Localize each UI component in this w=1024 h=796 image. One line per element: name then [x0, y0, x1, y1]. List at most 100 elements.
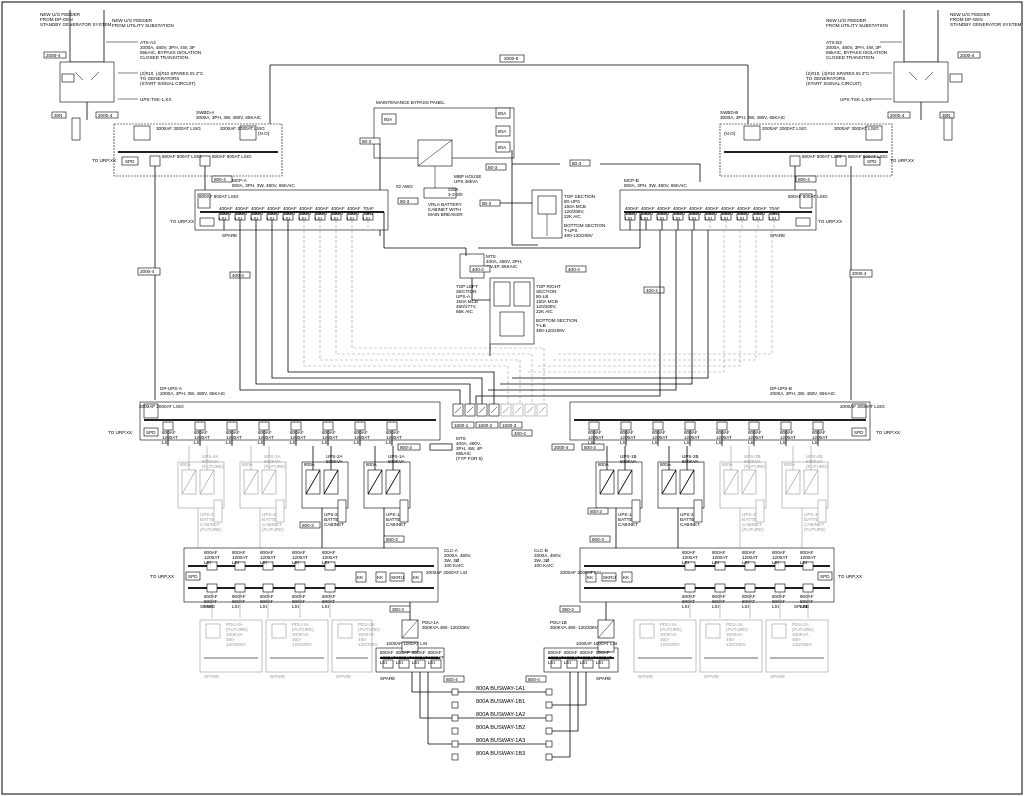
mts-tl-1: TOP LEFT	[456, 284, 478, 289]
clc-breaker	[774, 561, 786, 571]
maint-title: MAINTENANCE BYPASS PANEL	[376, 100, 445, 105]
dpups-b-tag-1: 800-3	[584, 445, 596, 450]
pdu-breaker	[598, 659, 610, 669]
clc-breaker	[744, 561, 756, 571]
dc-wire-tag: #2 AWG	[396, 184, 413, 189]
pdu-future-spare: SPARE	[704, 674, 719, 679]
ups-breaker-label: 800A	[304, 462, 316, 467]
swbd-b-tie-nc: (N.O)	[724, 131, 736, 136]
mcp-a-400-tag: 400-4	[232, 273, 244, 278]
left-feeder-gen-label-1: NEW U/G FEEDER	[40, 12, 81, 17]
clc-breaker	[802, 561, 814, 571]
mcp-b-tag: 800-4	[798, 177, 810, 182]
mts-b-2: T-LB	[536, 323, 546, 328]
dpups-a-tag-1: 800-3	[400, 445, 412, 450]
clc-breaker	[262, 583, 274, 593]
busway-end	[545, 753, 553, 761]
mts-row-label-1: MTS	[456, 436, 466, 441]
right-ats-label-2: 2000A, 480V, 3PH, 4W, 3P	[826, 45, 881, 50]
swbd-a-name: SWBD-A	[196, 110, 215, 115]
left-ats-label-4: CLOSED TRANSITION.	[140, 55, 189, 60]
clc-breaker	[324, 561, 336, 571]
pdu-1b-tag: 360-3	[562, 607, 574, 612]
swbd-b-to-urp: TO URP,XX	[890, 158, 914, 163]
xfmr-top-4: 120/208V,	[564, 209, 585, 214]
left-feeder-tag-mid: 2000-4	[98, 113, 113, 118]
battery-rating: 225A	[448, 187, 460, 192]
dpups-breaker	[322, 421, 334, 431]
clc-breaker	[234, 561, 246, 571]
mts-center: MTS 400A, 480V, 3PH, 4W,4P, 65KAIC 400-4…	[383, 212, 641, 345]
busway-plug	[451, 740, 459, 748]
mcp-a-name: MCP-A	[232, 178, 248, 183]
busway-label: 800A BUSWAY-1A3	[476, 738, 525, 744]
pdu-1a-main: 1000AF 1000AT LSI	[386, 641, 427, 646]
mbp-label-2: UPS 48kVA	[454, 179, 479, 184]
clc-breaker	[294, 561, 306, 571]
pdu-1a-spec: 300KVA 480- 120/208V	[422, 625, 471, 630]
clc-b-name: CLC-B	[534, 548, 548, 553]
mcp-b-main-brk: 800AF 800AT LSIG	[788, 194, 828, 199]
clc-a-spec-3: 100 KAIC	[444, 563, 464, 568]
clc-b-spec-1: 2000A, 480V,	[534, 553, 562, 558]
dpups-breaker	[386, 421, 398, 431]
busway-label: 800A BUSWAY-1B1	[476, 699, 525, 705]
mts-row-tag-f: 1600-3	[502, 423, 517, 428]
clc-a-spare: SPARE	[200, 604, 215, 609]
mts-row-tag-a: 1600-1	[454, 423, 469, 428]
vrla-label-2: CABINET WITH	[428, 207, 461, 212]
dpups-breaker	[652, 421, 664, 431]
left-ats-label-2: 2000A, 480V, 3PH, 4W, 3P	[140, 45, 195, 50]
busway-plug	[451, 753, 459, 761]
mts-b-1: BOTTOM SECTION	[536, 318, 577, 323]
clc-b-brk-2000: 2000AF 2000AT LSI	[560, 570, 601, 575]
mcp-a-tag: 800-4	[214, 177, 226, 182]
swbd-b-spd: SPD	[867, 159, 877, 164]
clc-breaker	[774, 583, 786, 593]
clc-breaker	[262, 561, 274, 571]
right-spares-label-2: TO GENERATORS	[806, 76, 845, 81]
clc-b-skru: SKRU	[603, 575, 616, 580]
clc-breaker	[294, 583, 306, 593]
dpups-breaker	[684, 421, 696, 431]
right-ats-label-4: CLOSED TRANSITION.	[826, 55, 875, 60]
xfmr-top-5: 22K AIC	[564, 214, 582, 219]
busway-plug	[451, 714, 459, 722]
mts-top-1: MTS	[486, 254, 496, 259]
swbd-a-spec: 3000A, 3PH, 3W, 480V, 65KAIC	[196, 115, 262, 120]
busway-end	[545, 727, 553, 735]
clc-breaker	[324, 583, 336, 593]
mts-tl-6: 65K AIC	[456, 309, 474, 314]
maint-tag-3: 80-3	[572, 161, 582, 166]
ups-breaker-label: 800A	[722, 462, 734, 467]
maintenance-bypass-panel: MAINTENANCE BYPASS PANEL 80A 80A 80A 80A…	[359, 100, 701, 246]
dpups-breaker	[258, 421, 270, 431]
left-ats-label-3: 65kAIC, BYPASS ISOLATION	[140, 50, 201, 55]
mts-row-label-4: 65kAIC	[456, 451, 472, 456]
clc-a-brk-2000: 2000AF 2000AT LSI	[426, 570, 467, 575]
